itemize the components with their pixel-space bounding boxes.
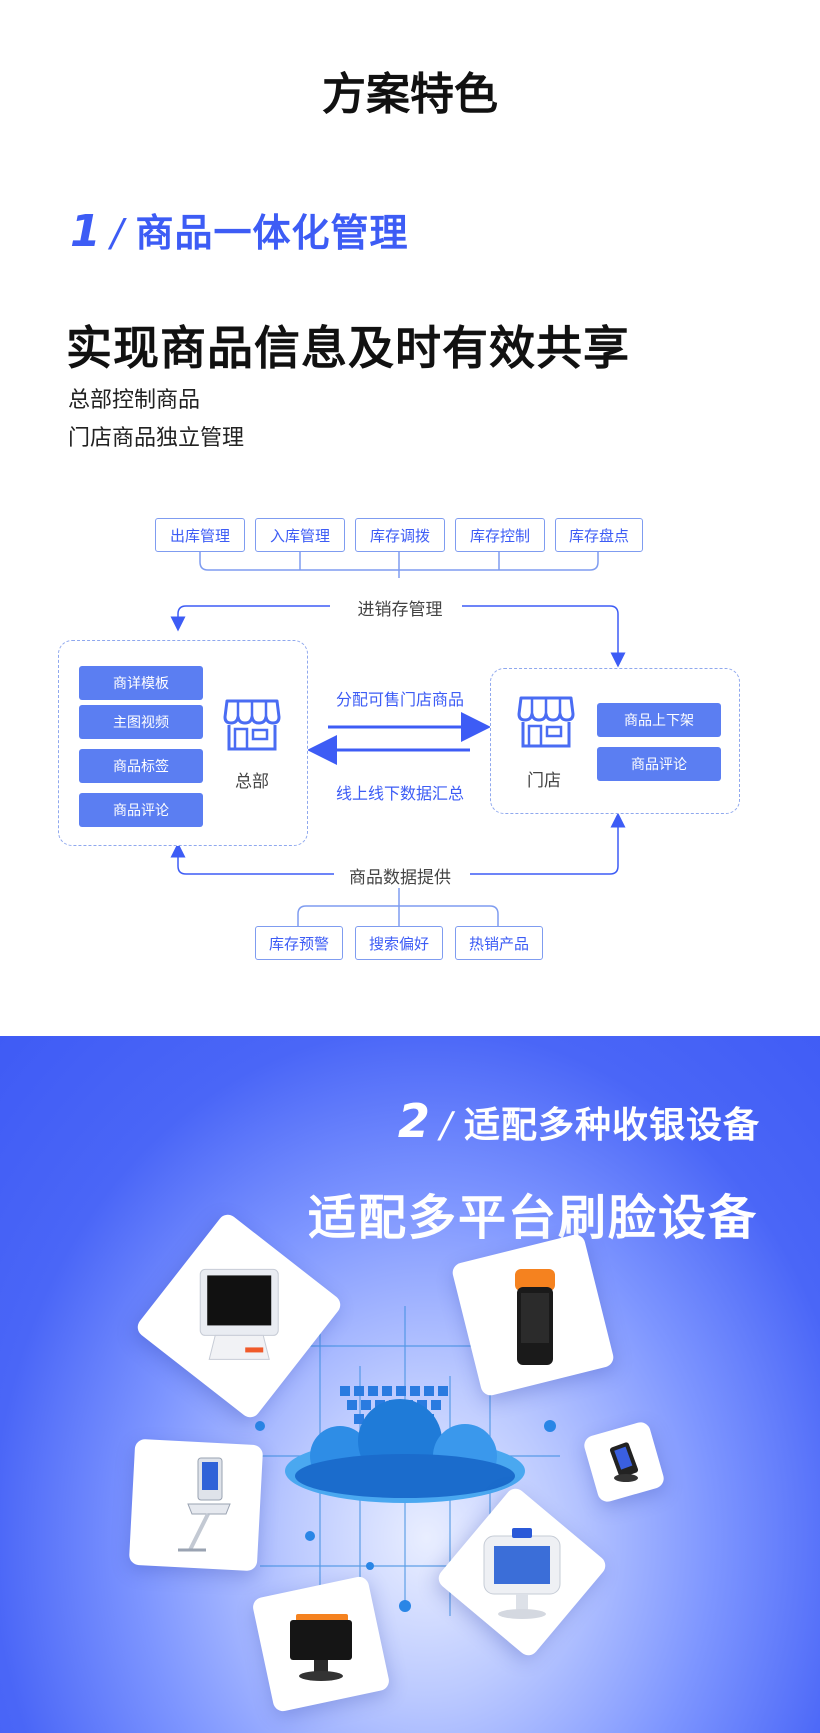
tag-stock-control: 库存控制 bbox=[455, 518, 545, 552]
hq-button: 主图视频 bbox=[79, 705, 203, 739]
device-card bbox=[251, 1575, 391, 1713]
section1-desc-line: 门店商品独立管理 bbox=[68, 426, 245, 451]
hq-button: 商详模板 bbox=[79, 666, 203, 700]
section2-panel: 2 / 适配多种收银设备 适配多平台刷脸设备 bbox=[0, 1036, 820, 1733]
tag-outbound-management: 出库管理 bbox=[155, 518, 245, 552]
section2-heading: 2 / 适配多种收银设备 bbox=[398, 1094, 760, 1148]
product-data-label: 商品数据提供 bbox=[334, 863, 466, 888]
page-title: 方案特色 bbox=[322, 69, 498, 120]
flow-left-label: 线上线下数据汇总 bbox=[336, 784, 465, 803]
section1-number: 1 bbox=[70, 206, 101, 257]
product-flow-diagram: 出库管理 入库管理 库存调拨 库存控制 库存盘点 进销存管理 商详模板 主图视频… bbox=[0, 500, 820, 980]
section1-heading: 1 / 商品一体化管理 bbox=[70, 202, 408, 257]
diagram-connector-lines bbox=[170, 552, 626, 926]
storefront-icon bbox=[517, 696, 575, 748]
desktop-pos-icon bbox=[290, 1614, 352, 1681]
hq-button: 商品评论 bbox=[79, 793, 203, 827]
store-button: 商品上下架 bbox=[597, 703, 721, 737]
section2-subtitle: 适配多平台刷脸设备 bbox=[307, 1190, 758, 1246]
section1-subtitle: 实现商品信息及时有效共享 bbox=[66, 321, 630, 375]
hq-button: 商品标签 bbox=[79, 749, 203, 783]
tag-stock-alert: 库存预警 bbox=[255, 926, 343, 960]
device-card bbox=[450, 1232, 616, 1398]
storefront-icon bbox=[223, 699, 281, 751]
flow-right-label: 分配可售门店商品 bbox=[336, 690, 465, 709]
tag-inbound-management: 入库管理 bbox=[255, 518, 345, 552]
section1-title: 商品一体化管理 bbox=[135, 211, 409, 255]
hq-label: 总部 bbox=[235, 772, 269, 792]
tag-hot-products: 热销产品 bbox=[455, 926, 543, 960]
mini-pos-icon bbox=[609, 1442, 639, 1482]
hq-panel: 商详模板 主图视频 商品标签 商品评论 总部 bbox=[58, 640, 308, 846]
section1-slash: / bbox=[110, 211, 124, 255]
self-service-kiosk-icon bbox=[178, 1457, 231, 1552]
device-card bbox=[581, 1419, 667, 1505]
section2-title: 适配多种收银设备 bbox=[463, 1105, 760, 1146]
store-label: 门店 bbox=[527, 771, 561, 791]
device-card bbox=[133, 1210, 345, 1422]
tag-stock-transfer: 库存调拨 bbox=[355, 518, 445, 552]
store-button: 商品评论 bbox=[597, 747, 721, 781]
device-card bbox=[128, 1438, 264, 1572]
tag-search-preference: 搜索偏好 bbox=[355, 926, 443, 960]
store-panel: 门店 商品上下架 商品评论 bbox=[490, 668, 740, 814]
face-recognition-terminal-icon bbox=[483, 1528, 561, 1619]
section2-number: 2 bbox=[397, 1094, 430, 1148]
device-card bbox=[434, 1484, 610, 1660]
pos-terminal-icon bbox=[199, 1268, 279, 1360]
tag-stock-count: 库存盘点 bbox=[555, 518, 643, 552]
section2-slash: / bbox=[439, 1105, 452, 1146]
inventory-management-label: 进销存管理 bbox=[340, 595, 460, 620]
section1-desc-line: 总部控制商品 bbox=[68, 388, 201, 413]
handheld-pos-icon bbox=[515, 1269, 555, 1365]
